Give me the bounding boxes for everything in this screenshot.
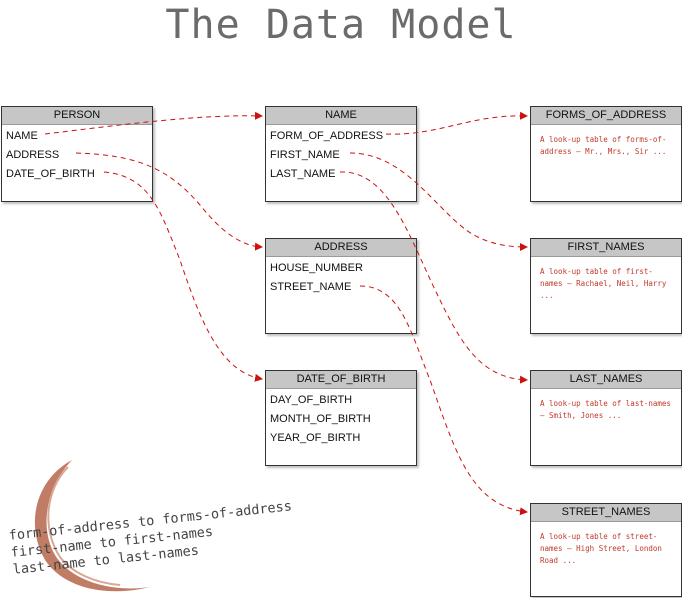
address-field-house-number: HOUSE_NUMBER [270, 262, 363, 274]
person-field-name: NAME [6, 130, 38, 142]
street-names-description: A look-up table of street-names – High S… [540, 532, 662, 565]
person-field-date-of-birth: DATE_OF_BIRTH [6, 168, 95, 180]
name-field-first-name: FIRST_NAME [270, 149, 340, 161]
street-names-table: STREET_NAMES A look-up table of street-n… [530, 503, 682, 597]
first-names-table: FIRST_NAMES A look-up table of first-nam… [530, 238, 682, 334]
street-names-table-header: STREET_NAMES [531, 504, 681, 522]
last-names-table-header: LAST_NAMES [531, 371, 681, 389]
forms-of-address-table-header: FORMS_OF_ADDRESS [531, 107, 681, 125]
last-names-description: A look-up table of last-names – Smith, J… [540, 399, 671, 420]
first-names-description: A look-up table of first-names – Rachael… [540, 267, 667, 300]
first-names-table-header: FIRST_NAMES [531, 239, 681, 257]
date-of-birth-field-year: YEAR_OF_BIRTH [270, 432, 361, 444]
name-table-header: NAME [266, 107, 416, 125]
date-of-birth-table: DATE_OF_BIRTH DAY_OF_BIRTH MONTH_OF_BIRT… [265, 370, 417, 466]
date-of-birth-table-header: DATE_OF_BIRTH [266, 371, 416, 389]
person-table-header: PERSON [2, 107, 152, 125]
address-table: ADDRESS HOUSE_NUMBER STREET_NAME [265, 238, 417, 334]
address-field-street-name: STREET_NAME [270, 281, 352, 293]
address-table-header: ADDRESS [266, 239, 416, 257]
name-field-form-of-address: FORM_OF_ADDRESS [270, 130, 384, 142]
last-names-table: LAST_NAMES A look-up table of last-names… [530, 370, 682, 466]
name-field-last-name: LAST_NAME [270, 168, 336, 180]
forms-of-address-description: A look-up table of forms-of-address – Mr… [540, 135, 667, 156]
date-of-birth-field-month: MONTH_OF_BIRTH [270, 413, 371, 425]
person-table: PERSON NAME ADDRESS DATE_OF_BIRTH [1, 106, 153, 202]
person-field-address: ADDRESS [6, 149, 60, 161]
connector-person-dob-to-date-of-birth [103, 171, 263, 382]
date-of-birth-field-day: DAY_OF_BIRTH [270, 394, 353, 406]
page-title: The Data Model [165, 2, 517, 48]
forms-of-address-table: FORMS_OF_ADDRESS A look-up table of form… [530, 106, 682, 202]
name-table: NAME FORM_OF_ADDRESS FIRST_NAME LAST_NAM… [265, 106, 417, 202]
swoosh-decoration-icon [34, 460, 150, 592]
